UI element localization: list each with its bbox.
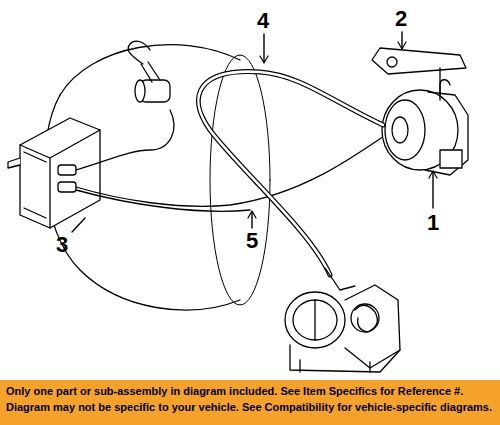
callout-number: 3	[56, 234, 68, 256]
callout-number: 1	[427, 212, 439, 234]
callout-number: 5	[246, 230, 258, 252]
callout-number: 2	[395, 8, 407, 30]
note-text: Only one part or sub-assembly in diagram…	[6, 384, 463, 398]
note-text: Diagram may not be specific to your vehi…	[6, 400, 492, 414]
callout-number: 4	[257, 10, 269, 32]
